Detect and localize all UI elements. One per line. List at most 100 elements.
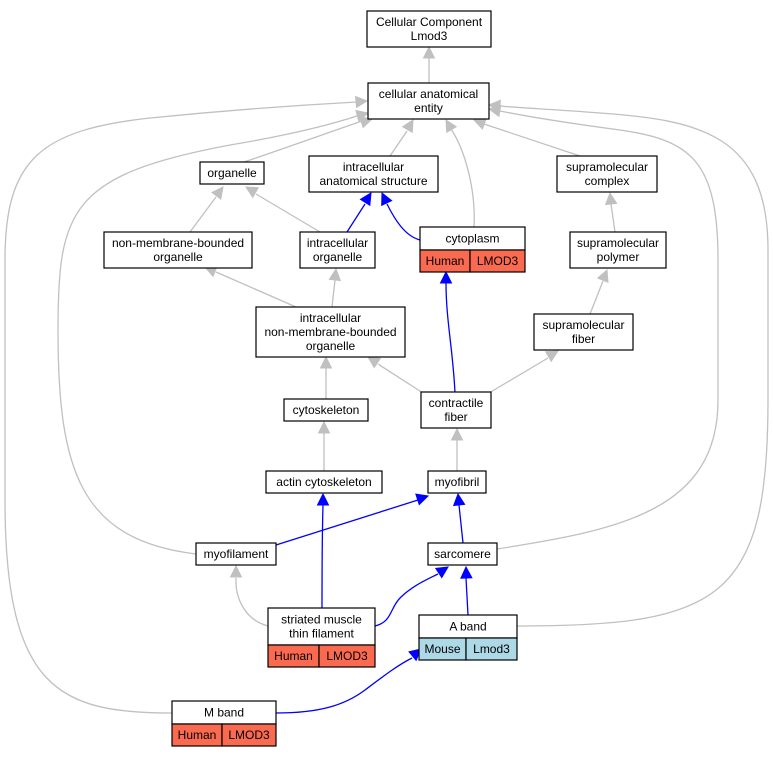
node-box	[299, 231, 376, 269]
node-label-line: thin filament	[289, 627, 354, 641]
node-box	[569, 231, 667, 269]
actin-to-cytoskeleton-arrowhead	[317, 420, 331, 434]
node-label-line: anatomical structure	[319, 174, 427, 188]
contractile-to-cytoplasm-blue-edge	[439, 270, 456, 394]
node-label-line: cytoplasm	[445, 232, 499, 246]
node-label-line: organelle	[153, 250, 203, 264]
node-label-line: A band	[449, 620, 486, 634]
aband-to-sarcomere-blue-arrowhead	[460, 565, 473, 579]
node-label-line: intracellular	[300, 311, 361, 325]
supcomplex-to-cae-arrowhead	[472, 118, 487, 130]
node-box	[367, 82, 490, 120]
contractile-to-inmbo-arrowhead	[367, 356, 382, 369]
species-cell	[221, 723, 277, 747]
contractile-to-supfiber-arrowhead	[544, 350, 559, 363]
gene-label: LMOD3	[326, 649, 368, 663]
node-box	[265, 470, 383, 494]
node-label-line: cellular anatomical	[379, 87, 478, 101]
cytoskeleton-to-inmbo-edge	[319, 355, 333, 399]
io-to-ias-blue-arrowhead	[359, 192, 372, 207]
inmbo-to-nmbo-edge	[203, 265, 297, 308]
inmbo-to-io-arrowhead	[328, 267, 342, 282]
node-label-line: polymer	[597, 250, 640, 264]
node-label-line: M band	[204, 706, 244, 720]
contractile-to-cytoplasm-blue-arrowhead	[439, 270, 453, 284]
aband-to-cae-arrowhead	[487, 99, 501, 113]
cae-to-root-arrowhead	[422, 45, 436, 59]
contractile-to-supfiber-edge	[488, 350, 559, 394]
sarcomere-to-myofibril-blue-edge	[452, 492, 466, 544]
supfiber-to-suppolymer-arrowhead	[596, 268, 609, 284]
node-myofibril[interactable]: myofibril	[427, 470, 487, 494]
node-organelle[interactable]: organelle	[199, 161, 265, 185]
node-label-line: supramolecular	[542, 318, 624, 332]
node-label-line: myofilament	[204, 547, 269, 561]
smtf-to-sarcomere-blue-edge	[374, 566, 449, 627]
myofibril-to-contractile-edge	[450, 427, 464, 471]
node-box	[103, 231, 253, 269]
node-box	[427, 542, 498, 566]
contractile-to-inmbo-edge	[367, 356, 424, 394]
ias-to-cae-arrowhead	[401, 119, 414, 134]
suppolymer-to-supcomplex-arrowhead	[604, 191, 618, 206]
node-box	[255, 306, 406, 358]
node-label-line: organelle	[306, 339, 356, 353]
node-cytoskeleton[interactable]: cytoskeleton	[283, 398, 369, 422]
species-label: Human	[178, 728, 217, 742]
node-myofilament[interactable]: myofilament	[195, 542, 277, 566]
species-cell	[465, 637, 518, 661]
smtf-to-myofilament-edge	[229, 564, 269, 627]
ias-to-cae-edge	[389, 119, 414, 157]
node-label-line: supramolecular	[566, 160, 648, 174]
node-sarcomere[interactable]: sarcomere	[427, 542, 498, 566]
myofibril-to-smtf-blue-arrowhead	[316, 492, 330, 506]
node-label-line: striated muscle	[281, 613, 362, 627]
mband-to-cae-arrowhead	[354, 95, 369, 109]
node-actin[interactable]: actin cytoskeleton	[265, 470, 383, 494]
aband-to-sarcomere-blue-edge	[460, 565, 473, 616]
node-box	[267, 607, 376, 646]
nmbo-to-organelle-edge	[189, 186, 224, 233]
species-label: Mouse	[424, 642, 460, 656]
species-cell	[469, 249, 526, 273]
node-label-line: supramolecular	[577, 236, 659, 250]
node-inmbo[interactable]: intracellularnon-membrane-boundedorganel…	[255, 306, 406, 358]
cytoplasm-to-cae-arrowhead	[445, 119, 458, 134]
supfiber-to-suppolymer-edge	[589, 268, 609, 315]
smtf-to-sarcomere-blue-arrowhead	[434, 566, 449, 579]
myofilament-to-myofibril-blue-arrowhead	[415, 493, 430, 506]
node-label-line: non-membrane-bounded	[264, 325, 396, 339]
node-label-line: cytoskeleton	[293, 403, 360, 417]
aband-to-cae-edge	[487, 99, 769, 627]
cytoplasm-to-ias-blue-edge	[381, 191, 421, 241]
cytoplasm-to-ias-blue-arrowhead	[381, 191, 393, 207]
gene-label: LMOD3	[477, 254, 519, 268]
node-label-line: intracellular	[307, 236, 368, 250]
cytoplasm-to-cae-edge	[445, 119, 475, 228]
edges-layer	[4, 45, 769, 714]
myofibril-to-smtf-blue-edge	[316, 492, 330, 609]
species-cell	[318, 644, 376, 668]
node-box	[420, 391, 492, 429]
node-box	[427, 470, 487, 494]
suppolymer-to-supcomplex-edge	[604, 191, 618, 233]
io-to-organelle-arrowhead	[245, 186, 260, 199]
node-label-line: entity	[414, 101, 443, 115]
node-label-line: fiber	[444, 410, 467, 424]
gene-label: LMOD3	[228, 728, 270, 742]
